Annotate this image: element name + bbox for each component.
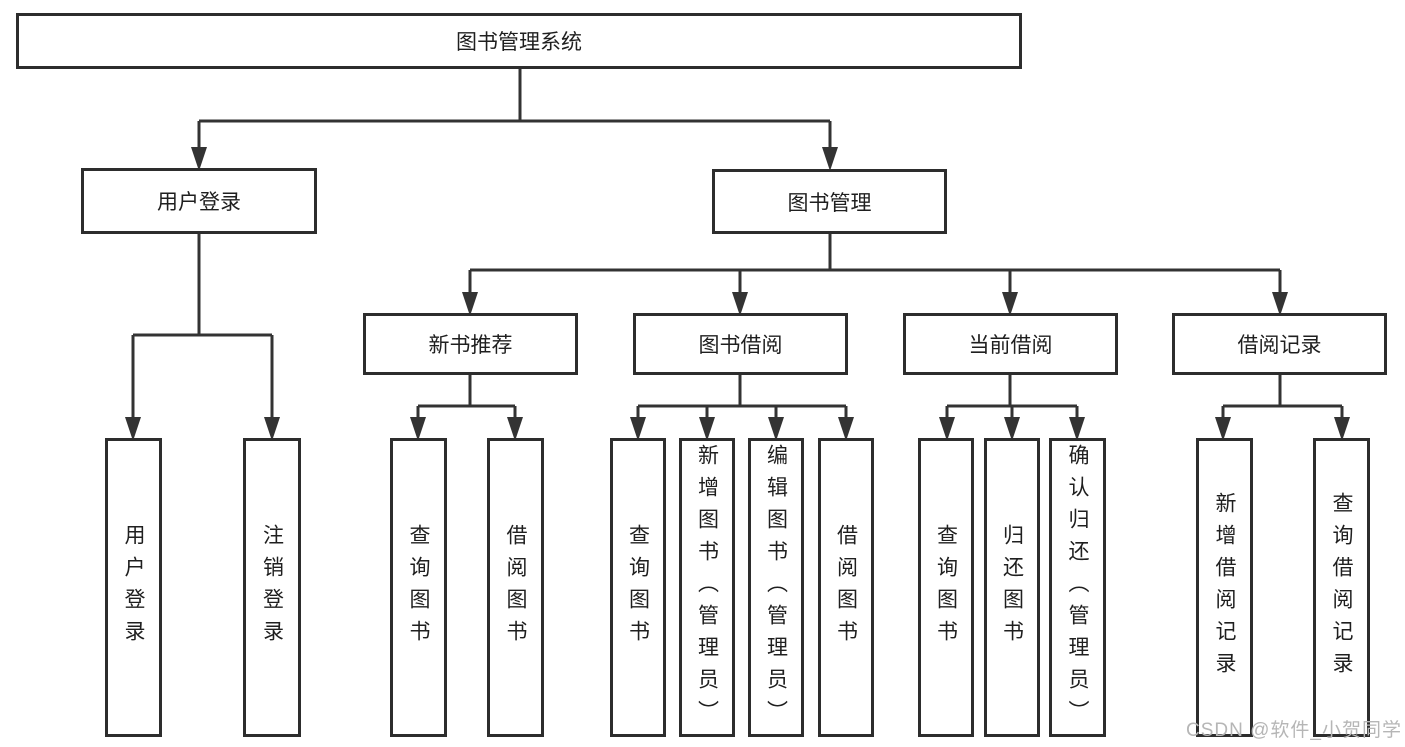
leaf-query-books-current: 查询图书	[918, 438, 974, 737]
leaf-query-borrow-record: 查询借阅记录	[1313, 438, 1370, 737]
csdn-watermark: CSDN @软件_小贺同学	[1186, 720, 1402, 741]
leaf-borrow-books-recommend-label: 借阅图书	[504, 523, 527, 652]
node-borrowing-records: 借阅记录	[1172, 313, 1387, 375]
leaf-user-login-label: 用户登录	[122, 523, 145, 652]
leaf-query-books-current-label: 查询图书	[934, 523, 958, 652]
connector-paths	[131, 67, 1344, 419]
leaf-borrow-books-recommend: 借阅图书	[487, 438, 544, 737]
leaf-return-books: 归还图书	[984, 438, 1040, 737]
leaf-borrow-books-borrowing: 借阅图书	[818, 438, 874, 737]
node-book-management-label: 图书管理	[787, 191, 872, 215]
leaf-query-books-borrowing: 查询图书	[610, 438, 666, 737]
leaf-add-book-admin: 新增图书（管理员）	[679, 438, 735, 737]
node-current-borrowing: 当前借阅	[903, 313, 1118, 375]
leaf-confirm-return-admin-label: 确认归还（管理员）	[1066, 443, 1089, 732]
node-new-book-recommend: 新书推荐	[363, 313, 578, 375]
leaf-query-books-borrowing-label: 查询图书	[626, 523, 650, 652]
leaf-user-login: 用户登录	[105, 438, 162, 737]
leaf-add-borrow-record: 新增借阅记录	[1196, 438, 1253, 737]
node-library-system: 图书管理系统	[16, 13, 1022, 69]
leaf-edit-book-admin-label: 编辑图书（管理员）	[764, 443, 788, 732]
arrow-heads	[125, 147, 1350, 441]
leaf-borrow-books-borrowing-label: 借阅图书	[834, 523, 858, 652]
leaf-logout: 注销登录	[243, 438, 301, 737]
node-book-management: 图书管理	[712, 169, 947, 234]
leaf-edit-book-admin: 编辑图书（管理员）	[748, 438, 804, 737]
leaf-query-borrow-record-label: 查询借阅记录	[1330, 491, 1353, 684]
leaf-logout-label: 注销登录	[260, 523, 284, 652]
node-borrowing-records-label: 借阅记录	[1237, 334, 1322, 357]
leaf-query-books-recommend-label: 查询图书	[407, 523, 430, 652]
node-library-system-label: 图书管理系统	[456, 31, 582, 54]
node-user-login-label: 用户登录	[157, 191, 241, 214]
node-new-book-recommend-label: 新书推荐	[428, 334, 513, 357]
leaf-confirm-return-admin: 确认归还（管理员）	[1049, 438, 1106, 737]
node-book-borrowing-label: 图书借阅	[698, 334, 783, 357]
node-book-borrowing: 图书借阅	[633, 313, 848, 375]
leaf-query-books-recommend: 查询图书	[390, 438, 447, 737]
leaf-add-borrow-record-label: 新增借阅记录	[1213, 491, 1236, 684]
node-current-borrowing-label: 当前借阅	[968, 334, 1053, 357]
node-user-login: 用户登录	[81, 168, 317, 234]
leaf-return-books-label: 归还图书	[1000, 523, 1024, 652]
leaf-add-book-admin-label: 新增图书（管理员）	[695, 443, 719, 732]
